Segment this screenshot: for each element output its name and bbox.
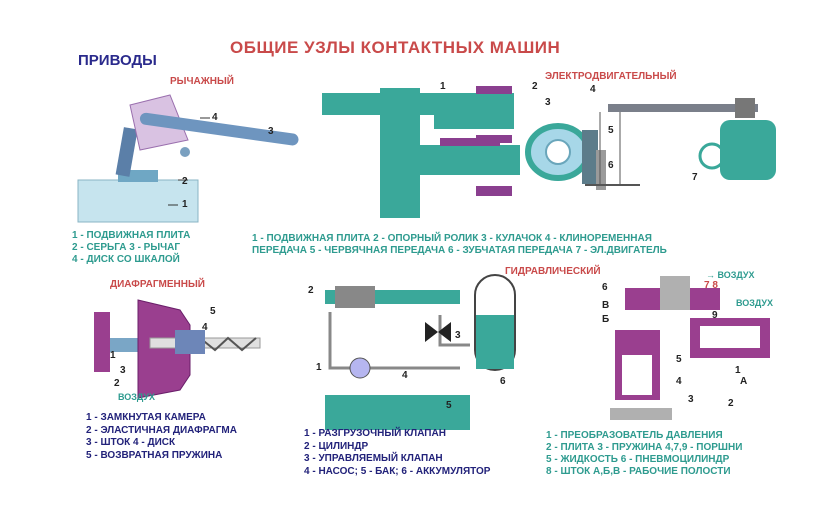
pneumo-label-3: 3 — [688, 394, 694, 405]
pneumo-label-5: 5 — [676, 354, 682, 365]
hydraulic-label-2: 2 — [308, 285, 314, 296]
diaphragm-label-5: 5 — [210, 306, 216, 317]
hydraulic-legend-item: 2 - ЦИЛИНДР — [304, 440, 369, 452]
diaphragm-label-1: 1 — [110, 350, 116, 361]
section-lever-title: РЫЧАЖНЫЙ — [170, 76, 234, 87]
diaphragm-drive-diagram — [94, 299, 261, 399]
pneumo-legend-item: 1 - ПРЕОБРАЗОВАТЕЛЬ ДАВЛЕНИЯ — [546, 430, 723, 441]
pneumo-label-A: А — [740, 376, 748, 387]
pneumo-label-78: 7 8 — [704, 280, 718, 291]
hydraulic-label-4: 4 — [402, 370, 408, 381]
section-electric-title: ЭЛЕКТРОДВИГАТЕЛЬНЫЙ — [545, 71, 677, 82]
hydraulic-label-6: 6 — [500, 376, 506, 387]
section-diaphragm-title: ДИАФРАГМЕННЫЙ — [110, 279, 205, 290]
diaphragm-legend-item: 3 - ШТОК 4 - ДИСК — [86, 437, 176, 448]
hydraulic-legend: 1 - РАЗГРУЗОЧНЫЙ КЛАПАН 2 - ЦИЛИНДР 3 - … — [304, 428, 490, 478]
electric-label-4: 4 — [590, 84, 596, 95]
hydraulic-label-1: 1 — [316, 362, 322, 373]
pneumo-legend-item: 2 - ПЛИТА 3 - ПРУЖИНА 4,7,9 - ПОРШНИ — [546, 442, 743, 453]
electric-legend-item: ПЕРЕДАЧА 5 - ЧЕРВЯЧНАЯ ПЕРЕДАЧА 6 - ЗУБЧ… — [252, 245, 667, 256]
hydraulic-drive-diagram — [325, 274, 516, 430]
pneumo-label-B: Б — [602, 314, 610, 325]
electric-label-6: 6 — [608, 160, 614, 171]
electric-legend: 1 - ПОДВИЖНАЯ ПЛИТА 2 - ОПОРНЫЙ РОЛИК 3 … — [252, 233, 667, 257]
section-hydraulic-title: ГИДРАВЛИЧЕСКИЙ — [505, 266, 601, 277]
lever-label-2: 2 — [182, 176, 188, 187]
diaphragm-legend: 1 - ЗАМКНУТАЯ КАМЕРА 2 - ЭЛАСТИЧНАЯ ДИАФ… — [86, 412, 237, 462]
pneumo-label-6: 6 — [602, 282, 608, 293]
electric-label-5: 5 — [608, 125, 614, 136]
diaphragm-legend-item: 5 - ВОЗВРАТНАЯ ПРУЖИНА — [86, 449, 223, 461]
hydraulic-legend-item: 4 - НАСОС; 5 - БАК; 6 - АККУМУЛЯТОР — [304, 465, 491, 477]
diaphragm-legend-item: 1 - ЗАМКНУТАЯ КАМЕРА — [86, 412, 206, 423]
pneumo-legend-item: 8 - ШТОК А,Б,В - РАБОЧИЕ ПОЛОСТИ — [546, 466, 731, 477]
lever-label-4: 4 — [212, 112, 218, 123]
pneumo-label-4: 4 — [676, 376, 682, 387]
hydraulic-legend-item: 3 - УПРАВЛЯЕМЫЙ КЛАПАН — [304, 453, 443, 464]
pneumo-label-2: 2 — [728, 398, 734, 409]
diaphragm-label-2: 2 — [114, 378, 120, 389]
lever-legend: 1 - ПОДВИЖНАЯ ПЛИТА 2 - СЕРЬГА 3 - РЫЧАГ… — [72, 230, 190, 266]
electric-drive-diagram — [322, 86, 776, 218]
drives-heading: ПРИВОДЫ — [78, 52, 157, 69]
lever-legend-item: 4 - ДИСК СО ШКАЛОЙ — [72, 254, 180, 265]
hydraulic-label-3: 3 — [455, 330, 461, 341]
pneumo-label-1: 1 — [735, 365, 741, 376]
pneumo-legend-item: 5 - ЖИДКОСТЬ 6 - ПНЕВМОЦИЛИНДР — [546, 454, 730, 465]
electric-label-2: 2 — [532, 81, 538, 92]
pneumo-legend: 1 - ПРЕОБРАЗОВАТЕЛЬ ДАВЛЕНИЯ 2 - ПЛИТА 3… — [546, 430, 742, 478]
pneumo-air-right: ВОЗДУХ — [736, 298, 774, 308]
pneumo-label-V: В — [602, 300, 610, 311]
lever-legend-item: 1 - ПОДВИЖНАЯ ПЛИТА — [72, 230, 191, 241]
lever-legend-item: 2 - СЕРЬГА 3 - РЫЧАГ — [72, 242, 181, 253]
diaphragm-label-4: 4 — [202, 322, 208, 333]
lever-drive-diagram — [77, 94, 299, 223]
electric-label-1: 1 — [440, 81, 446, 92]
lever-label-3: 3 — [268, 126, 274, 137]
electric-label-7: 7 — [692, 172, 698, 183]
electric-label-3: 3 — [545, 97, 551, 108]
hydraulic-label-5: 5 — [446, 400, 452, 411]
diaphragm-air-label: ВОЗДУХ — [118, 392, 156, 402]
hydraulic-legend-item: 1 - РАЗГРУЗОЧНЫЙ КЛАПАН — [304, 428, 446, 439]
page-title: ОБЩИЕ УЗЛЫ КОНТАКТНЫХ МАШИН — [230, 38, 561, 57]
diaphragm-legend-item: 2 - ЭЛАСТИЧНАЯ ДИАФРАГМА — [86, 424, 237, 436]
diaphragm-label-3: 3 — [120, 365, 126, 376]
pneumo-hydraulic-diagram — [610, 276, 770, 420]
pneumo-label-9: 9 — [712, 310, 718, 321]
lever-label-1: 1 — [182, 199, 188, 210]
electric-legend-item: 1 - ПОДВИЖНАЯ ПЛИТА 2 - ОПОРНЫЙ РОЛИК 3 … — [252, 233, 652, 244]
pneumo-air-top: → ВОЗДУХ — [706, 270, 755, 280]
